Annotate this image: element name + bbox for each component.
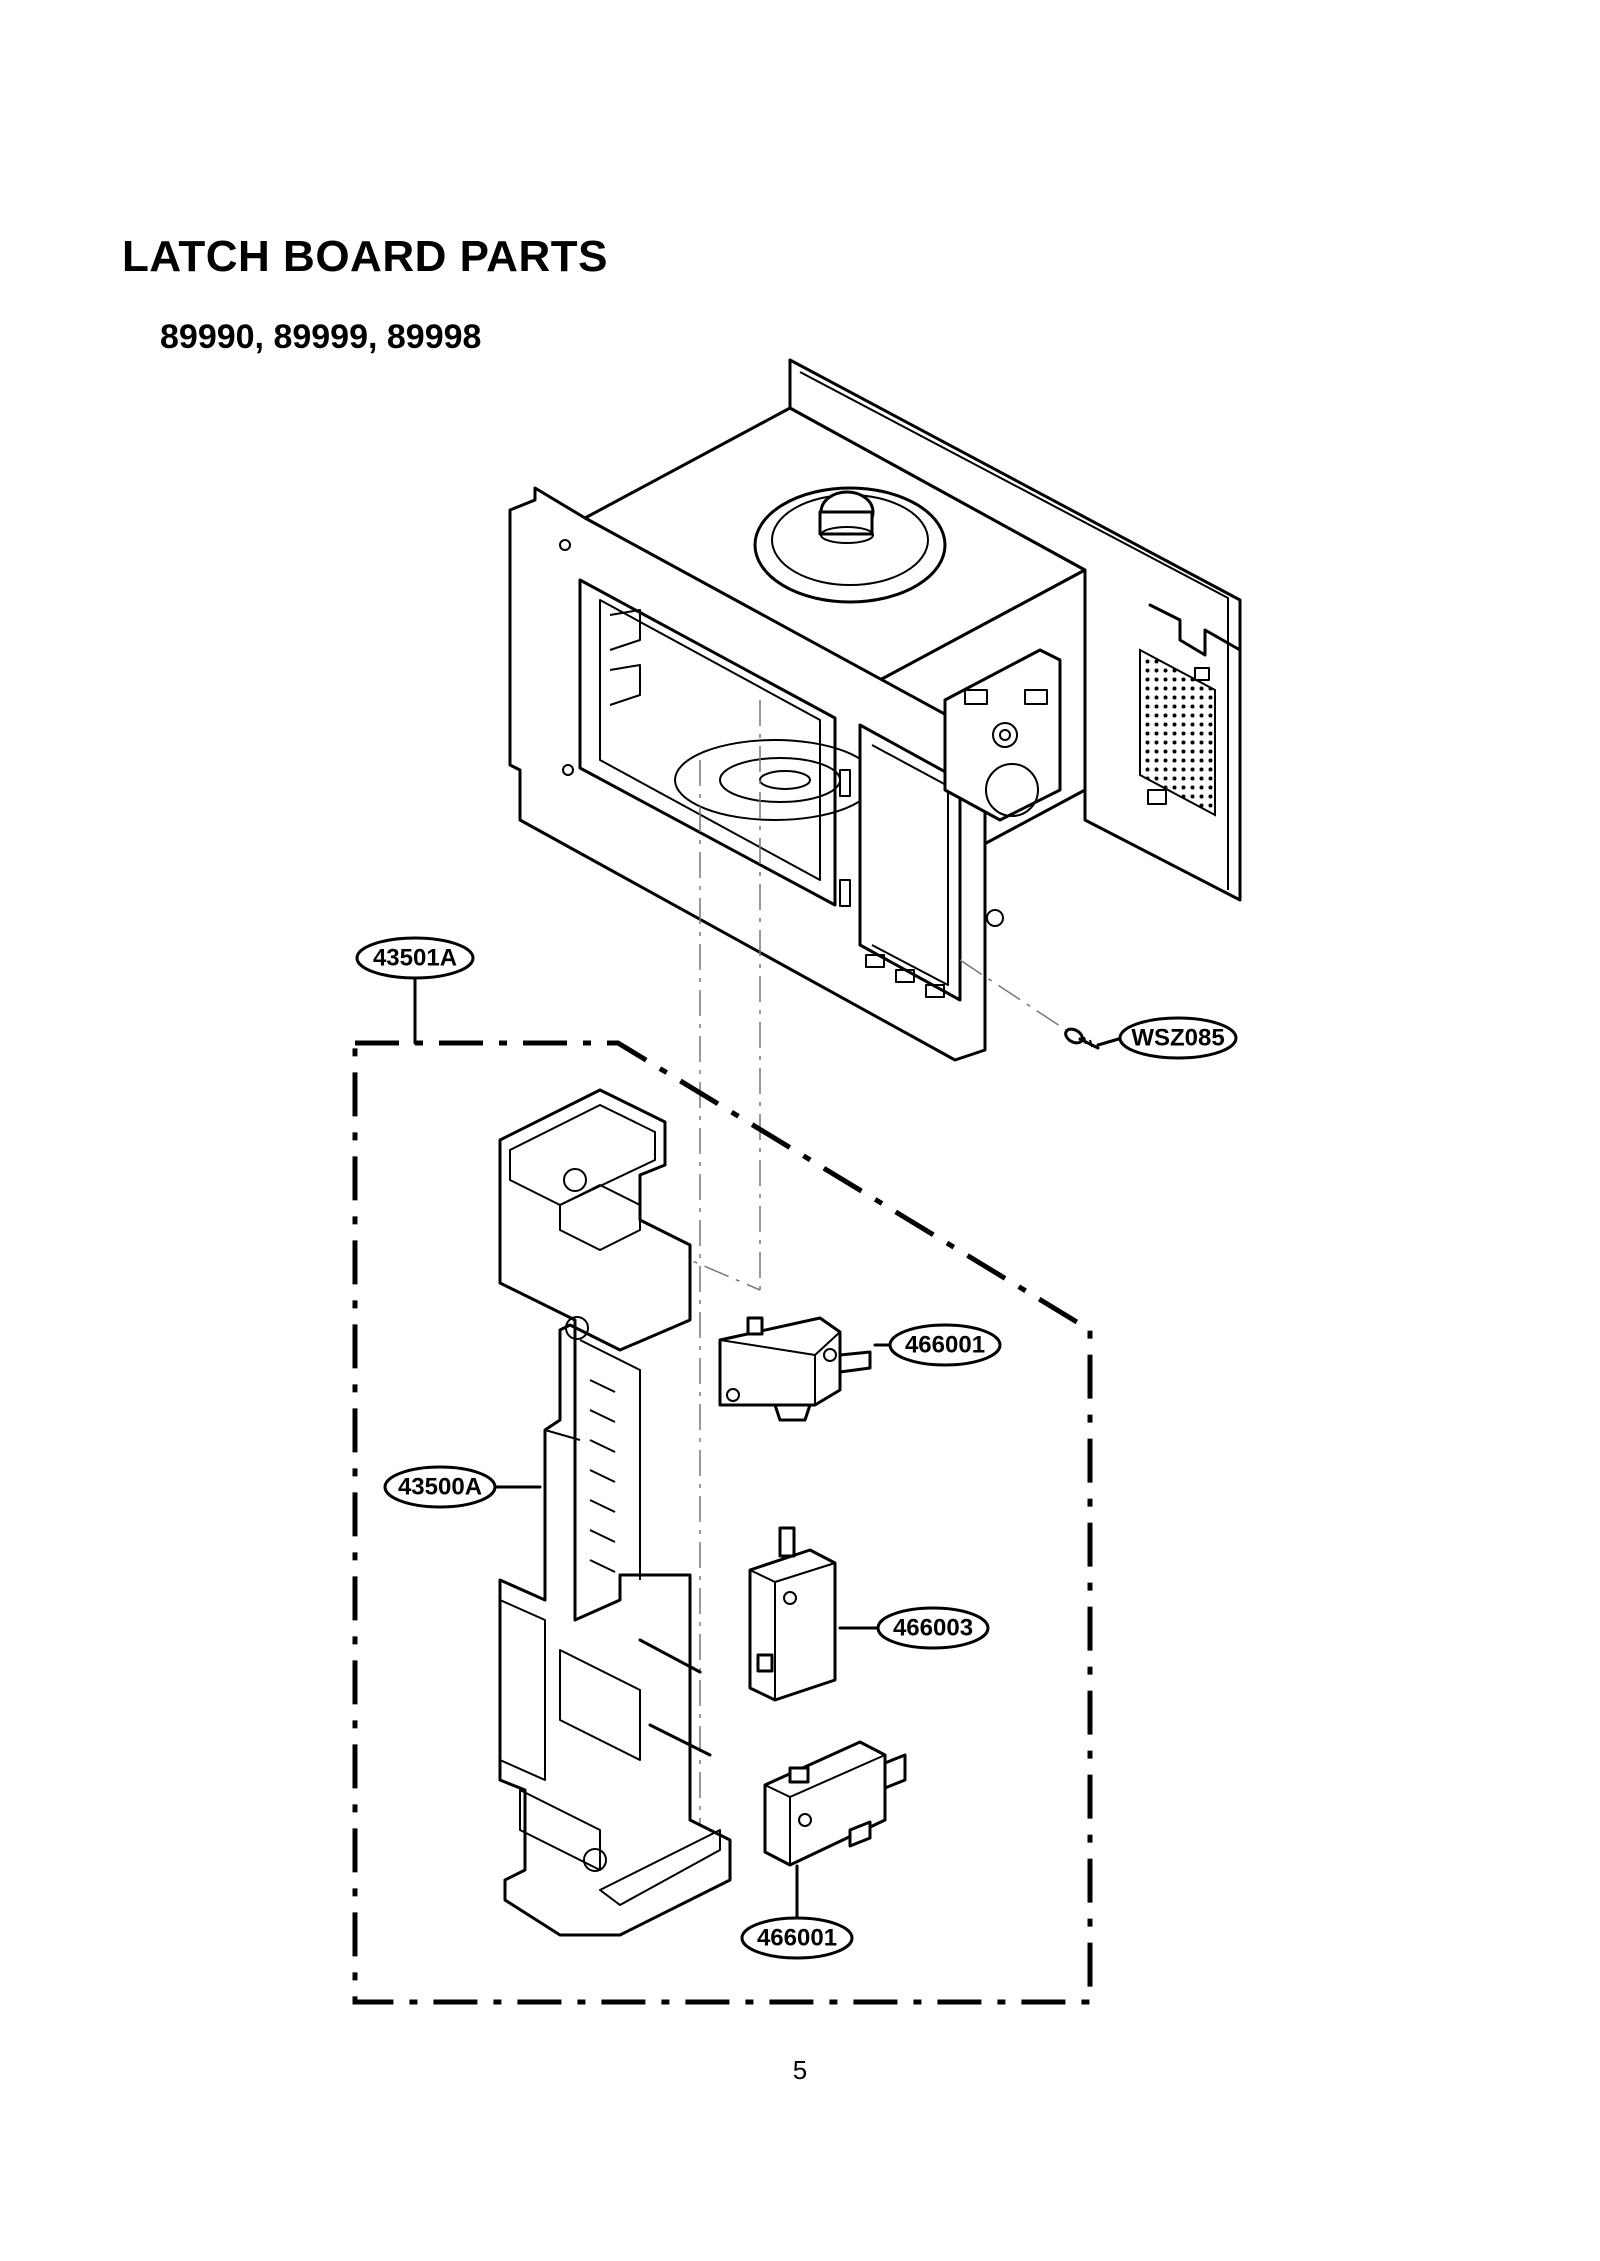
callout-466001-upper-label: 466001 bbox=[905, 1331, 985, 1358]
callout-43500A: 43500A bbox=[383, 1465, 497, 1509]
callout-WSZ085: WSZ085 bbox=[1118, 1016, 1238, 1060]
page-number: 5 bbox=[792, 2055, 808, 2085]
callout-466001-lower-label: 466001 bbox=[757, 1924, 837, 1951]
screw-wsz085 bbox=[1064, 1027, 1100, 1050]
callout-466003: 466003 bbox=[876, 1606, 990, 1650]
microwave-chassis bbox=[508, 358, 1242, 1062]
switch-lower bbox=[763, 1740, 907, 1867]
assembly-boundary bbox=[352, 1040, 1093, 2005]
callout-43501A-label: 43501A bbox=[373, 944, 457, 971]
page-title: LATCH BOARD PARTS bbox=[122, 232, 608, 281]
callout-43500A-label: 43500A bbox=[398, 1473, 482, 1500]
latch-board bbox=[498, 1088, 732, 1937]
callout-WSZ085-label: WSZ085 bbox=[1131, 1024, 1224, 1051]
callout-466001-lower: 466001 bbox=[740, 1916, 854, 1960]
callout-466003-label: 466003 bbox=[893, 1614, 973, 1641]
callout-466001-upper: 466001 bbox=[888, 1323, 1002, 1367]
switch-upper bbox=[718, 1316, 872, 1422]
model-numbers: 89990, 89999, 89998 bbox=[160, 318, 482, 356]
callout-43501A: 43501A bbox=[355, 936, 475, 980]
switch-middle bbox=[748, 1526, 837, 1702]
callout-leaders bbox=[413, 976, 1124, 1920]
